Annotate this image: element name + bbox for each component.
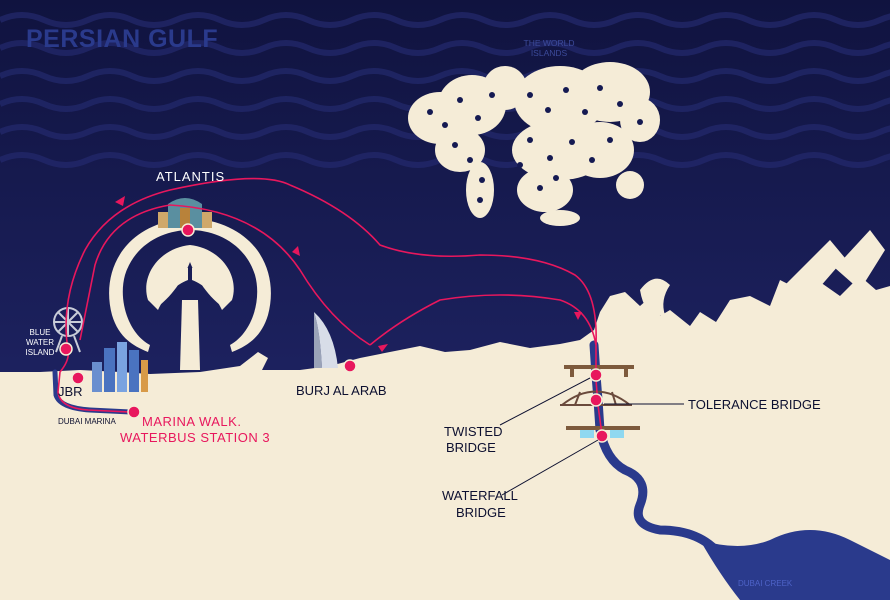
tolerance-bridge-label: TOLERANCE BRIDGE bbox=[688, 397, 821, 412]
waterfall-bridge-label-line1: WATERFALL bbox=[442, 488, 518, 503]
sea-name-label: PERSIAN GULF bbox=[26, 25, 219, 53]
marina-walk-label-line2: WATERBUS STATION 3 bbox=[120, 430, 271, 445]
burj-al-arab-label: BURJ AL ARAB bbox=[296, 383, 387, 398]
twisted-bridge-icon bbox=[564, 365, 634, 377]
dubai-marina-label: DUBAI MARINA bbox=[58, 417, 116, 426]
atlantis-label: ATLANTIS bbox=[156, 169, 226, 184]
blue-water-island-label: BLUE WATER ISLAND bbox=[25, 328, 55, 357]
waterfall-bridge-label-line2: BRIDGE bbox=[456, 505, 506, 520]
atlantis-building bbox=[158, 198, 212, 228]
palm-jumeirah bbox=[109, 218, 271, 370]
marina-skyline bbox=[92, 342, 148, 392]
leader-lines bbox=[499, 377, 684, 496]
twisted-bridge-label-line2: BRIDGE bbox=[446, 440, 496, 455]
ferris-wheel bbox=[53, 307, 83, 353]
waterfall-bridge-icon bbox=[566, 426, 640, 438]
waterbus-route bbox=[57, 177, 603, 436]
route-stops bbox=[59, 223, 609, 443]
world-islands-gaps bbox=[427, 85, 643, 203]
creek-wide bbox=[700, 530, 890, 600]
stop-jbr bbox=[71, 371, 85, 385]
stop-burj-al-arab bbox=[343, 359, 357, 373]
port-land bbox=[600, 230, 885, 342]
dubai-creek-label: DUBAI CREEK bbox=[738, 579, 793, 588]
route-arrows bbox=[115, 196, 582, 352]
twisted-bridge-label-line1: TWISTED bbox=[444, 424, 503, 439]
world-islands-label: THE WORLD ISLANDS bbox=[523, 38, 575, 58]
stop-blue-water-island bbox=[59, 342, 73, 356]
stop-waterfall-bridge bbox=[595, 429, 609, 443]
stop-twisted-bridge bbox=[589, 368, 603, 382]
world-islands bbox=[408, 62, 660, 226]
jbr-label: JBR bbox=[58, 384, 83, 399]
stop-tolerance-bridge bbox=[589, 393, 603, 407]
burj-al-arab bbox=[314, 312, 338, 368]
stop-atlantis bbox=[181, 223, 195, 237]
marina-walk-label-line1: MARINA WALK. bbox=[142, 414, 242, 429]
stop-marina-walk bbox=[127, 405, 141, 419]
mainland bbox=[0, 276, 890, 600]
